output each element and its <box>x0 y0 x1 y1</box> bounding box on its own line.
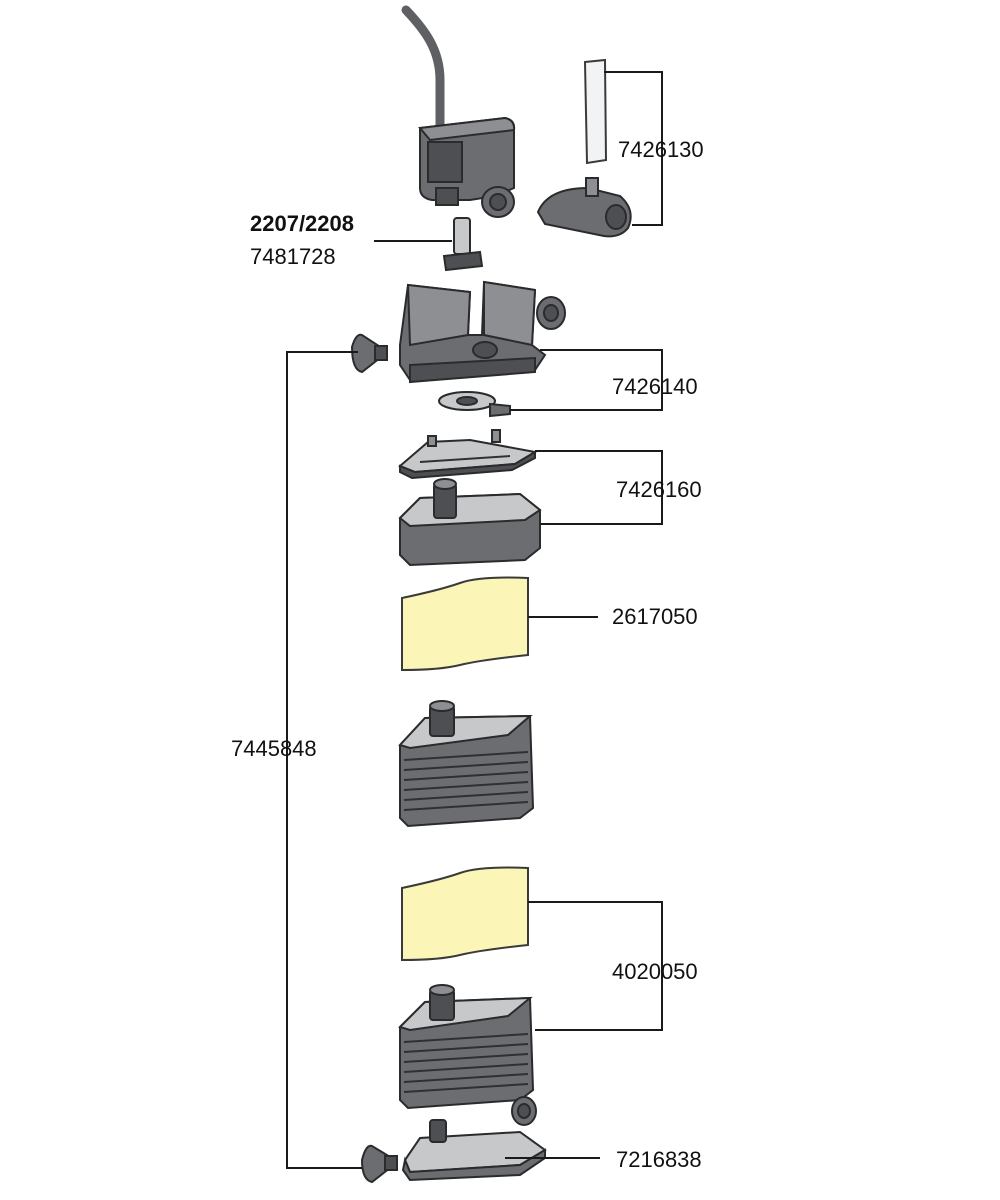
outlet-tube <box>583 58 608 165</box>
pump-head-housing <box>399 280 566 384</box>
suction-cup-lower <box>360 1144 398 1184</box>
leader-4020050 <box>528 901 663 1031</box>
label-7445848: 7445848 <box>231 736 317 761</box>
filter-cartridge-bottom <box>398 984 535 1110</box>
foam-sponge-upper <box>401 576 529 672</box>
suction-cup-upper <box>350 333 388 374</box>
outlet-nozzle <box>536 177 632 238</box>
label-2207-2208: 2207/2208 <box>250 211 354 236</box>
leader-7445848 <box>286 351 362 1169</box>
leader-7426160 <box>535 450 663 525</box>
label-2617050: 2617050 <box>612 604 698 629</box>
label-7426130: 7426130 <box>618 137 704 162</box>
filter-cartridge-middle <box>398 700 535 828</box>
leader-7426130 <box>604 71 663 226</box>
impeller-cover <box>438 391 511 418</box>
label-7216838: 7216838 <box>616 1147 702 1172</box>
filter-cartridge-top <box>398 478 542 567</box>
foam-sponge-lower <box>401 866 529 962</box>
label-7426160: 7426160 <box>616 477 702 502</box>
label-4020050: 4020050 <box>612 959 698 984</box>
leader-7426140 <box>510 349 663 411</box>
pump-motor <box>401 5 516 218</box>
filter-base <box>401 1096 547 1182</box>
label-7426140: 7426140 <box>612 374 698 399</box>
impeller-rotor <box>442 217 484 272</box>
filter-lid <box>398 429 538 480</box>
label-7481728: 7481728 <box>250 244 336 269</box>
